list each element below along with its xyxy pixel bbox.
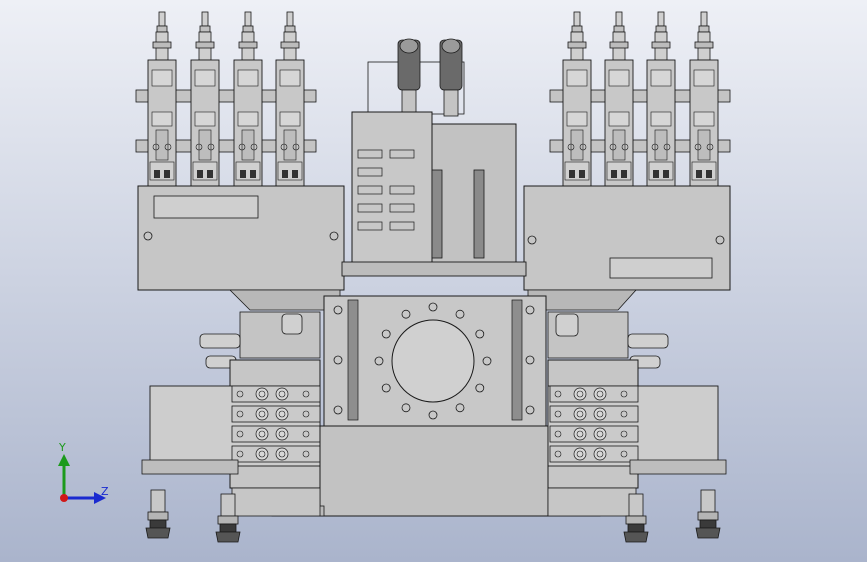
left-valve-manifold	[141, 359, 321, 489]
origin-marker	[60, 494, 68, 502]
top-actuator-assembly	[367, 38, 465, 117]
flange-bolt-hole	[455, 309, 465, 319]
flange-bolt-hole	[455, 403, 465, 413]
right-main-block	[523, 185, 731, 311]
right-cylinder-bank	[549, 11, 731, 187]
flange-bolt-hole	[374, 356, 384, 366]
flange-bolt-hole	[401, 309, 411, 319]
left-fittings	[199, 311, 321, 369]
flange-bolt-hole	[482, 356, 492, 366]
flange-bolt-hole	[428, 302, 438, 312]
triad-y-label: Y	[59, 441, 66, 454]
right-valve-manifold	[547, 359, 727, 489]
flange-bolt-circle	[374, 302, 492, 420]
triad-z-label: Z	[101, 485, 109, 498]
flange-bolt-hole	[428, 410, 438, 420]
base-frame	[231, 425, 637, 517]
left-main-block	[137, 185, 345, 311]
flange-bolt-hole	[381, 383, 391, 393]
controller-housing	[341, 111, 527, 277]
center-flange-plate	[323, 295, 547, 427]
flange-bolt-hole	[475, 383, 485, 393]
y-axis-arrowhead	[58, 454, 70, 466]
flange-bolt-hole	[401, 403, 411, 413]
flange-bolt-hole	[475, 329, 485, 339]
z-axis-arrowhead	[94, 492, 106, 504]
left-cylinder-bank	[135, 11, 317, 187]
flange-bolt-hole	[381, 329, 391, 339]
coordinate-triad-icon	[58, 454, 106, 504]
